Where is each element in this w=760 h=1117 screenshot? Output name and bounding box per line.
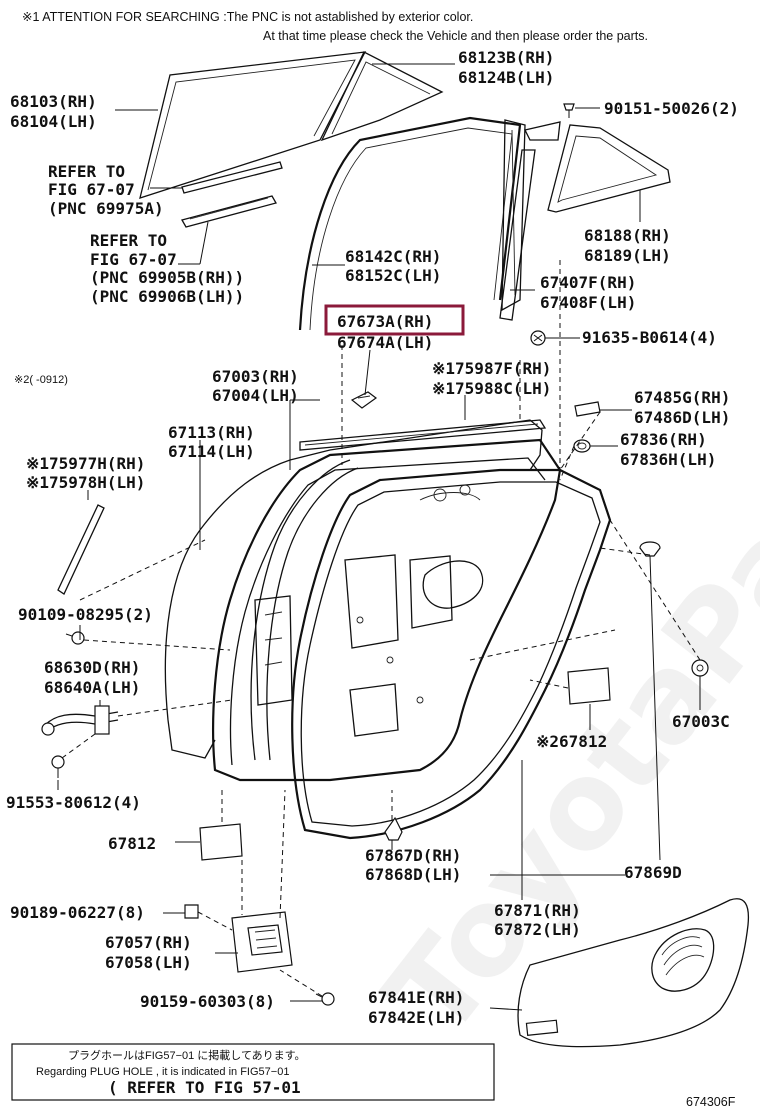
door-weatherstrip[interactable] — [291, 468, 612, 840]
label-67408f: 67408F(LH) — [540, 293, 636, 312]
label-refer2-c: (PNC 69905B(RH)) — [90, 268, 244, 287]
label-67872: 67872(LH) — [494, 920, 581, 939]
pad-67812-left[interactable] — [199, 823, 243, 861]
label-75977h: ※175977H(RH) — [26, 454, 145, 473]
label-refer2-b: FIG 67-07 — [90, 250, 177, 269]
label-67058: 67058(LH) — [105, 953, 192, 972]
figure-id: 674306F — [686, 1095, 736, 1109]
label-68640a: 68640A(LH) — [44, 678, 140, 697]
note-line-en: Regarding PLUG HOLE , it is indicated in… — [36, 1066, 289, 1078]
note-line-ref[interactable]: ( REFER TO FIG 57-01 — [108, 1078, 301, 1097]
label-68103: 68103(RH) — [10, 92, 97, 111]
label-67867d: 67867D(RH) — [365, 846, 461, 865]
door-check-68630d[interactable] — [41, 705, 119, 736]
bolt-91553[interactable] — [51, 755, 65, 778]
bolt-91635[interactable] — [530, 330, 546, 346]
plug-hole-note: プラグホールはFIG57−01 に掲載してあります。 Regarding PLU… — [11, 1043, 495, 1101]
belt-moulding-inner[interactable] — [181, 195, 277, 228]
screw-90151[interactable] — [563, 103, 575, 118]
label-90151: 90151-50026(2) — [604, 99, 739, 118]
label-91553: 91553-80612(4) — [6, 793, 141, 812]
label-refer2-d: (PNC 69906B(LH)) — [90, 287, 244, 306]
label-67836h: 67836H(LH) — [620, 450, 716, 469]
door-edge-seal[interactable] — [57, 504, 105, 595]
label-68630d: 68630D(RH) — [44, 658, 140, 677]
label-68104: 68104(LH) — [10, 112, 97, 131]
label-68152c: 68152C(LH) — [345, 266, 441, 285]
label-67407f: 67407F(RH) — [540, 273, 636, 292]
clip-67003c[interactable] — [691, 659, 709, 677]
label-67869d: 67869D — [624, 863, 682, 882]
door-window-frame[interactable] — [250, 459, 359, 761]
label-68142c: 68142C(RH) — [345, 247, 441, 266]
label-67485g: 67485G(RH) — [634, 388, 730, 407]
label-67674a: 67674A(LH) — [337, 333, 433, 352]
clip-67867d[interactable] — [384, 816, 403, 841]
label-67841e: 67841E(RH) — [368, 988, 464, 1007]
label-67113: 67113(RH) — [168, 423, 255, 442]
label-75978h: ※175978H(LH) — [26, 473, 145, 492]
pad-67812-right[interactable] — [567, 667, 611, 705]
dashed-guides — [61, 260, 701, 997]
label-75987f: ※175987F(RH) — [432, 359, 551, 378]
label-90189: 90189-06227(8) — [10, 903, 145, 922]
label-67003: 67003(RH) — [212, 367, 299, 386]
label-68189: 68189(LH) — [584, 246, 671, 265]
door-hinge-67057[interactable] — [231, 911, 293, 973]
label-91635: 91635-B0614(4) — [582, 328, 717, 347]
hole-plug-67836[interactable] — [573, 439, 591, 453]
label-67868d: 67868D(LH) — [365, 865, 461, 884]
clip-67485g[interactable] — [574, 401, 601, 417]
label-90109: 90109-08295(2) — [18, 605, 153, 624]
label-68123b: 68123B(RH) — [458, 48, 554, 67]
label-75988c: ※175988C(LH) — [432, 379, 551, 398]
label-67836: 67836(RH) — [620, 430, 707, 449]
bracket-67673a[interactable] — [350, 391, 378, 409]
label-67842e: 67842E(LH) — [368, 1008, 464, 1027]
door-inner-openings — [254, 484, 484, 737]
label-67003c: 67003C — [672, 712, 730, 731]
label-67486d: 67486D(LH) — [634, 408, 730, 427]
quarter-glass-upper[interactable] — [320, 51, 444, 142]
belt-moulding-outer[interactable] — [181, 161, 283, 194]
label-refer1-b: FIG 67-07 — [48, 180, 135, 199]
label-67812-right: ※267812 — [536, 732, 607, 751]
quarter-window-glass[interactable] — [547, 124, 671, 213]
label-67673a[interactable]: 67673A(RH) — [337, 312, 433, 331]
label-68188: 68188(RH) — [584, 226, 671, 245]
door-inner-panel[interactable] — [212, 438, 562, 782]
label-67004: 67004(LH) — [212, 386, 299, 405]
label-refer2-a: REFER TO — [90, 231, 167, 250]
label-67871: 67871(RH) — [494, 901, 581, 920]
note-line-jp: プラグホールはFIG57−01 に掲載してあります。 — [68, 1048, 306, 1062]
door-belt-weatherstrip[interactable] — [299, 419, 547, 451]
clip-67869d[interactable] — [639, 541, 661, 557]
quarter-sash-bar[interactable] — [499, 121, 561, 321]
bolt-90159[interactable] — [315, 992, 335, 1006]
glass-run-channel[interactable] — [298, 116, 522, 331]
label-67114: 67114(LH) — [168, 442, 255, 461]
highlight-box — [324, 304, 465, 336]
note-2-range: ※2( -0912) — [14, 374, 68, 386]
label-refer1-c: (PNC 69975A) — [48, 199, 164, 218]
bolt-90109[interactable] — [65, 631, 85, 645]
label-67057: 67057(RH) — [105, 933, 192, 952]
attention-line-2: At that time please check the Vehicle an… — [263, 29, 648, 43]
bolt-90189[interactable] — [184, 904, 199, 919]
solid-leaders — [57, 349, 701, 1011]
door-trim-board[interactable] — [517, 898, 750, 1048]
label-90159: 90159-60303(8) — [140, 992, 275, 1011]
label-67812-left: 67812 — [108, 834, 156, 853]
leader-refer2b — [199, 221, 209, 265]
label-refer1-a: REFER TO — [48, 162, 125, 181]
attention-line-1: ※1 ATTENTION FOR SEARCHING :The PNC is n… — [22, 10, 473, 24]
label-68124b: 68124B(LH) — [458, 68, 554, 87]
